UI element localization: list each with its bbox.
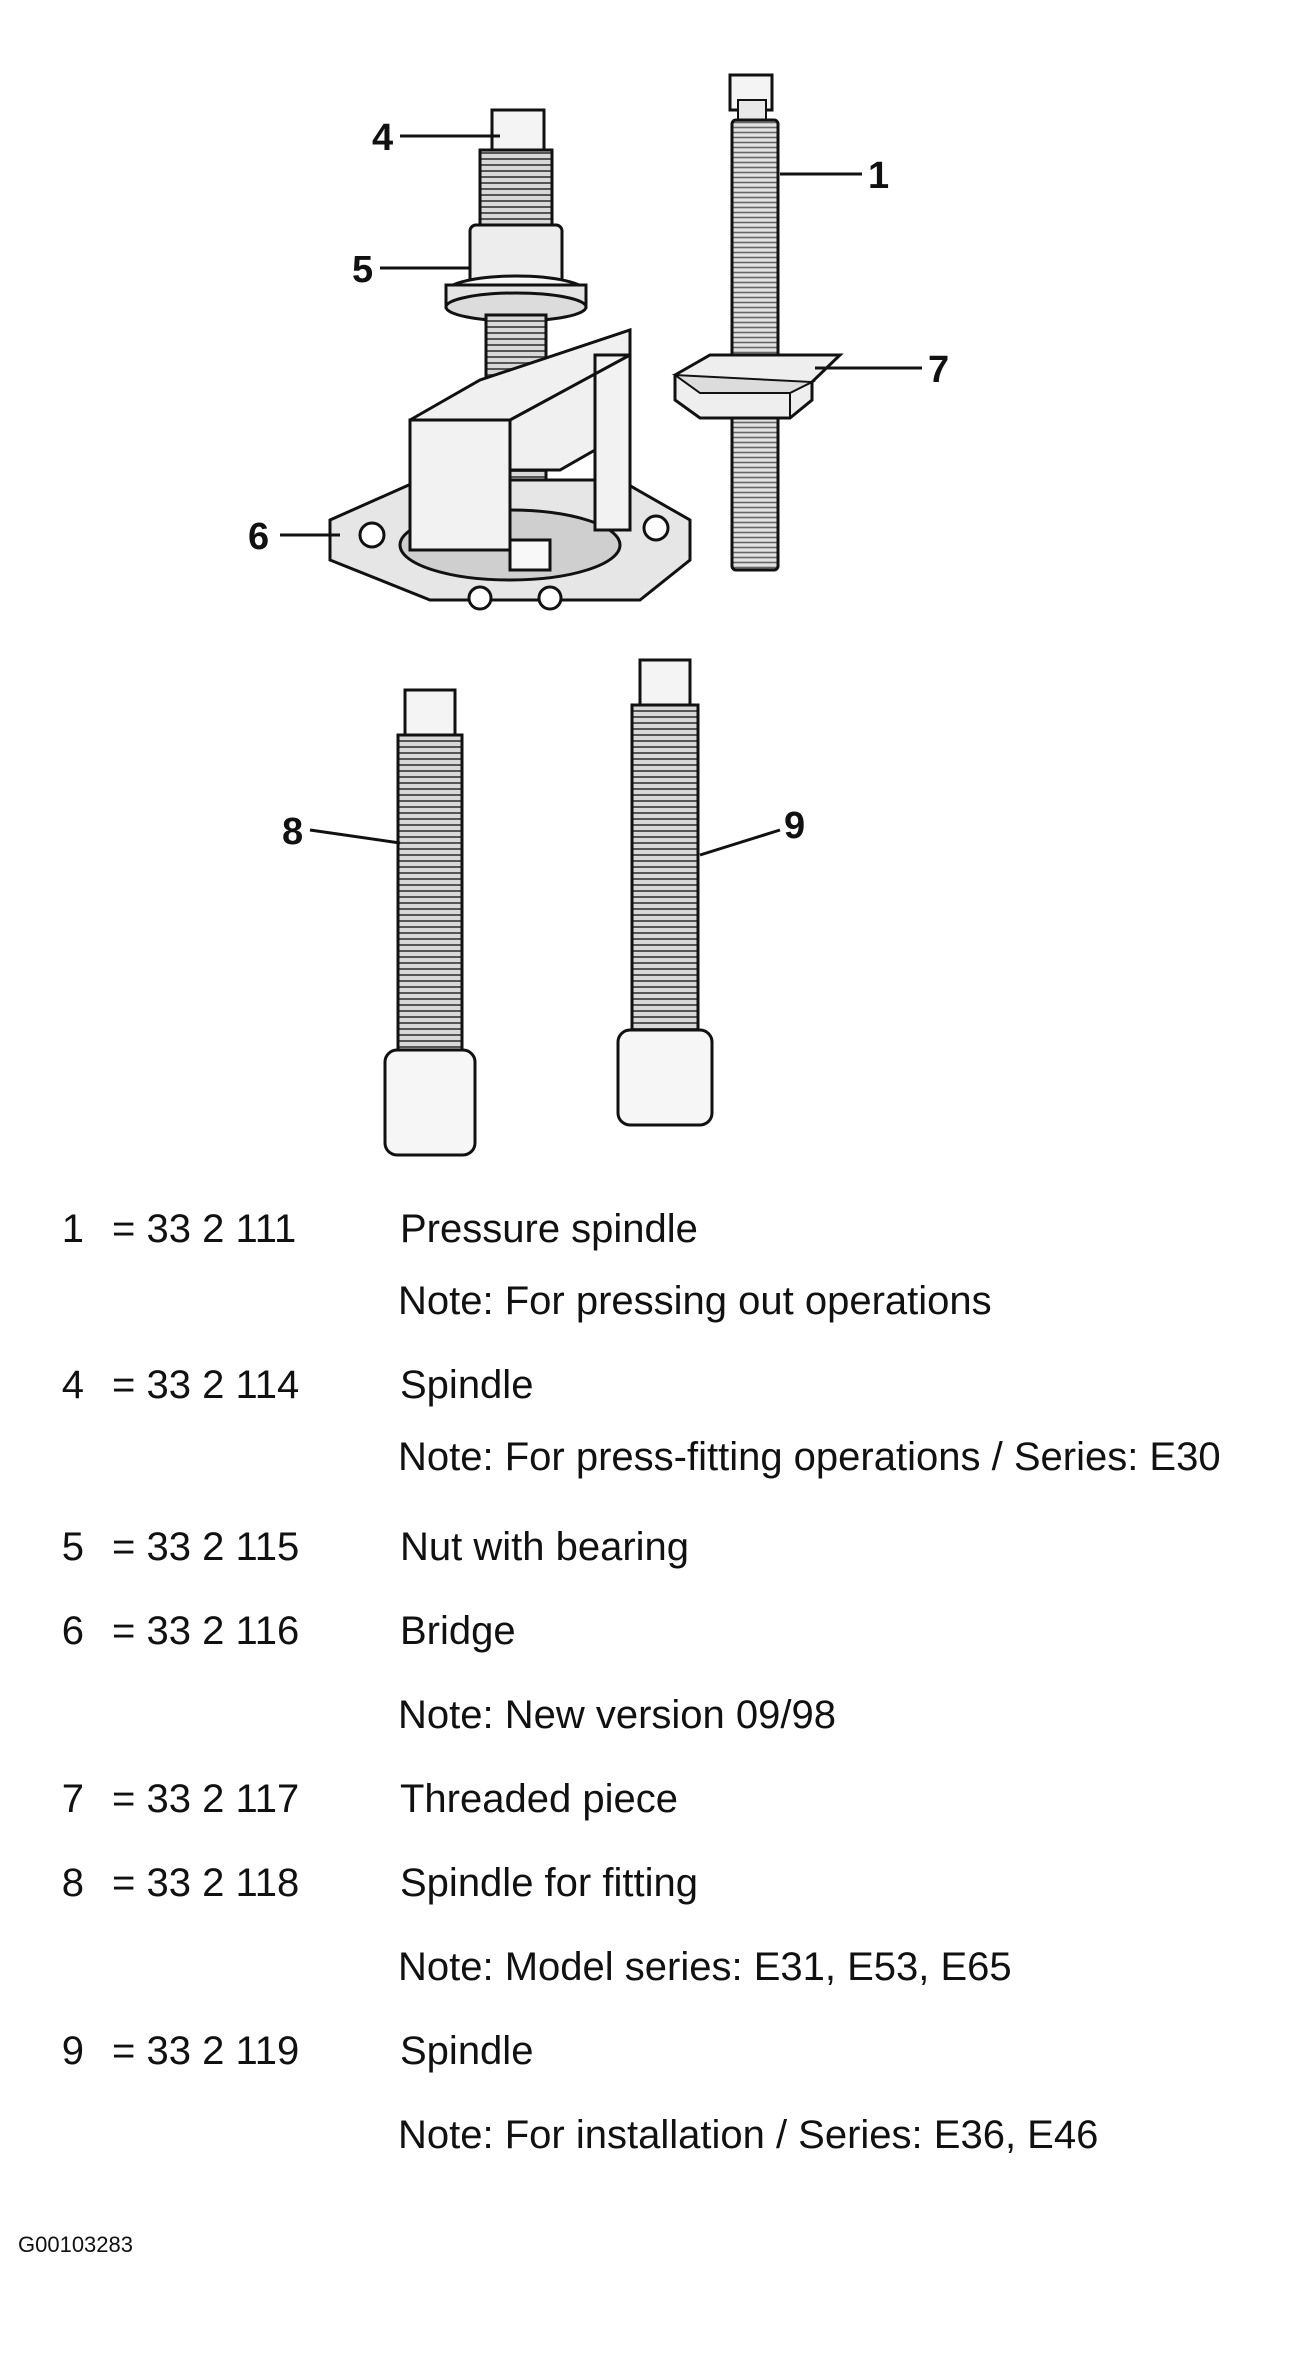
legend-part-code: = 33 2 119	[112, 2029, 300, 2073]
pressure-spindle-1	[728, 73, 780, 572]
legend-part-code: = 33 2 117	[112, 1777, 300, 1821]
legend-number: 5	[61, 1525, 84, 1569]
legend-part-code: = 33 2 115	[112, 1525, 300, 1569]
parts-legend: 1 = 33 2 111 Pressure spindle Note: For …	[0, 1205, 1290, 2159]
callout-7: 7	[928, 349, 949, 391]
callout-8: 8	[282, 811, 303, 853]
callout-4: 4	[372, 117, 393, 159]
legend-row-1: 1 = 33 2 111 Pressure spindle	[0, 1205, 1290, 1277]
legend-description: Nut with bearing	[400, 1525, 690, 1569]
legend-note: Note: Model series: E31, E53, E65	[398, 1945, 1012, 1989]
legend-number: 7	[61, 1777, 84, 1821]
legend-description: Pressure spindle	[400, 1207, 698, 1251]
legend-row-9: 9 = 33 2 119 Spindle	[0, 2027, 1290, 2111]
spindle-4	[478, 108, 554, 232]
legend-note: Note: For installation / Series: E36, E4…	[398, 2113, 1099, 2157]
legend-number: 6	[61, 1609, 84, 1653]
tool-diagram: 4 1 5 7 6 8 9	[248, 73, 949, 1157]
callout-6: 6	[248, 516, 269, 558]
legend-part-code: = 33 2 114	[112, 1363, 300, 1407]
legend-description: Bridge	[400, 1609, 516, 1653]
legend-description: Spindle	[400, 1363, 534, 1407]
legend-number: 9	[61, 2029, 84, 2073]
legend-row-5: 5 = 33 2 115 Nut with bearing	[0, 1523, 1290, 1607]
callout-1: 1	[868, 155, 889, 197]
legend-description: Spindle	[400, 2029, 534, 2073]
legend-part-code: = 33 2 111	[112, 1207, 297, 1251]
legend-number: 8	[61, 1861, 84, 1905]
bridge-6	[328, 327, 692, 611]
threaded-piece-7	[671, 353, 844, 420]
legend-row-4: 4 = 33 2 114 Spindle	[0, 1361, 1290, 1433]
spindle-for-fitting-8	[383, 688, 477, 1157]
legend-note: Note: New version 09/98	[398, 1693, 837, 1737]
legend-row-8: 8 = 33 2 118 Spindle for fitting	[0, 1859, 1290, 1943]
legend-note: Note: For pressing out operations	[398, 1279, 992, 1323]
legend-row-7: 7 = 33 2 117 Threaded piece	[0, 1775, 1290, 1859]
legend-number: 4	[61, 1363, 84, 1407]
legend-note: Note: For press-fitting operations / Ser…	[398, 1435, 1221, 1479]
callout-5: 5	[352, 249, 373, 291]
callout-9: 9	[784, 805, 805, 847]
legend-description: Threaded piece	[400, 1777, 678, 1821]
legend-number: 1	[61, 1207, 84, 1251]
spindle-9	[616, 658, 714, 1127]
legend-description: Spindle for fitting	[400, 1861, 698, 1905]
legend-part-code: = 33 2 118	[112, 1861, 300, 1905]
legend-row-6: 6 = 33 2 116 Bridge	[0, 1607, 1290, 1691]
figure-id: G00103283	[18, 2232, 133, 2257]
legend-part-code: = 33 2 116	[112, 1609, 300, 1653]
